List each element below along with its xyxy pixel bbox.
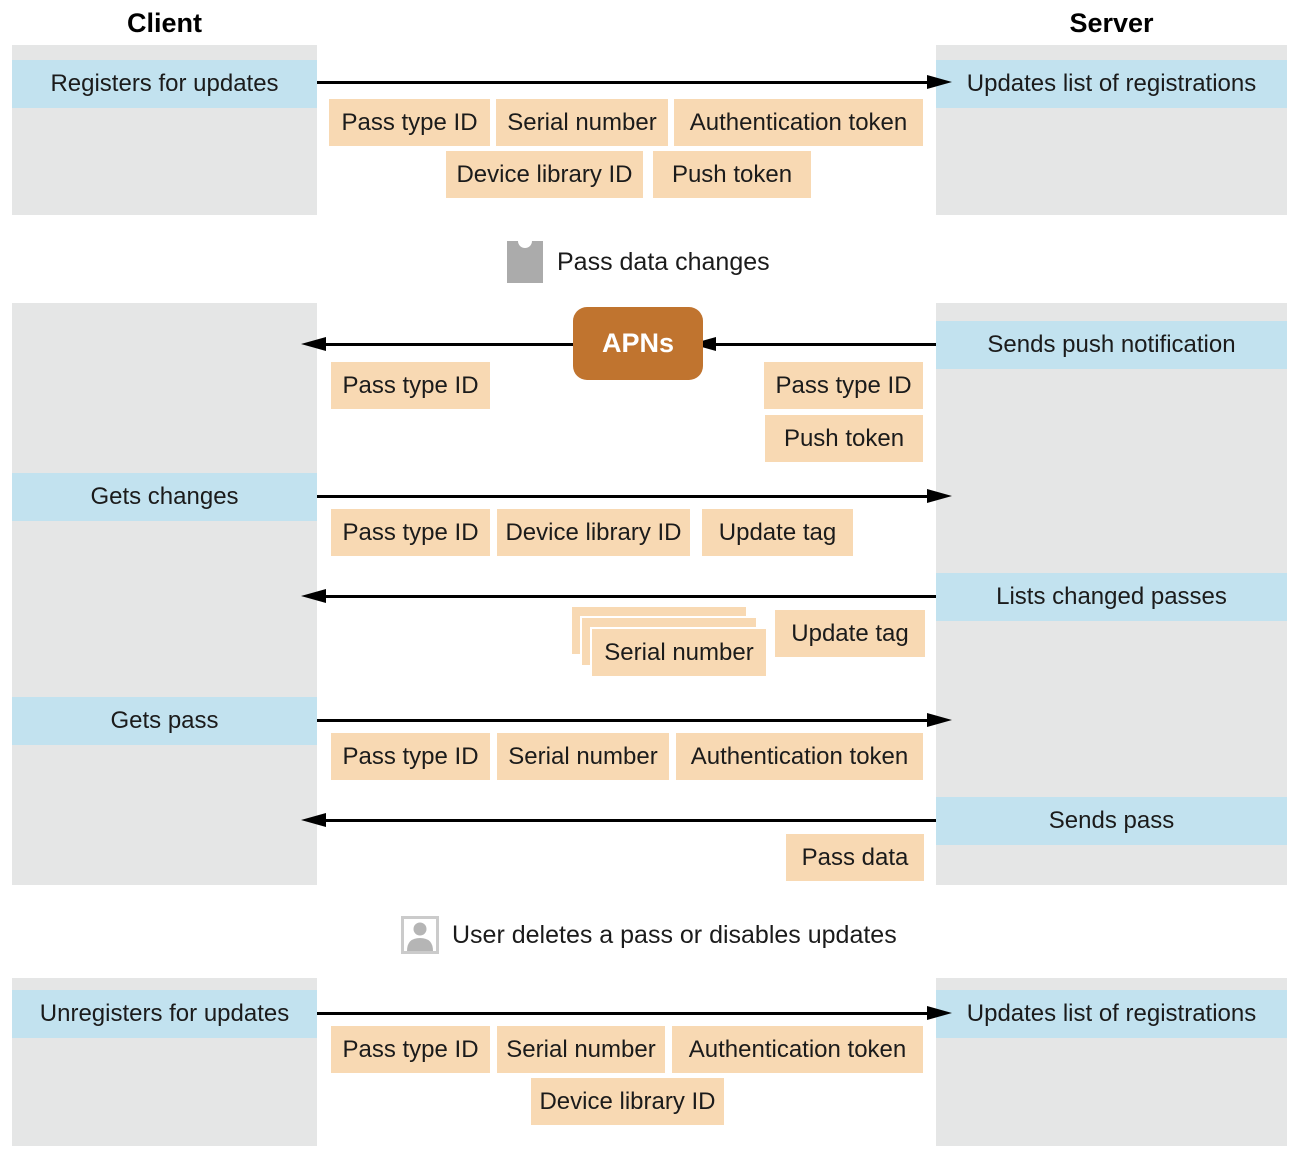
arrow-line — [326, 343, 573, 346]
user-icon — [401, 916, 439, 954]
arrow-line — [716, 343, 936, 346]
pass-icon-notch — [518, 234, 532, 248]
arrow-line — [317, 81, 927, 84]
param-label-device-library-id: Device library ID — [531, 1078, 724, 1125]
action-band-lists-changed: Lists changed passes — [936, 573, 1287, 621]
note-pass-data-changes: Pass data changes — [557, 248, 770, 276]
param-label-auth-token: Authentication token — [676, 733, 923, 780]
arrow-head-right-icon — [927, 489, 952, 503]
param-label-auth-token: Authentication token — [672, 1026, 923, 1073]
client-panel-middle — [12, 303, 317, 885]
param-label-serial-number: Serial number — [497, 1026, 665, 1073]
param-label-pass-type-id: Pass type ID — [331, 1026, 490, 1073]
param-label-serial-number: Serial number — [497, 733, 669, 780]
arrow-head-right-icon — [927, 75, 952, 89]
action-band-unregisters: Unregisters for updates — [12, 990, 317, 1038]
arrow-head-right-icon — [927, 713, 952, 727]
param-label-serial-number: Serial number — [496, 99, 668, 146]
param-label-serial-number-stack-front: Serial number — [590, 627, 768, 678]
param-label-pass-type-id: Pass type ID — [331, 509, 490, 556]
arrow-line — [326, 819, 936, 822]
param-label-pass-type-id: Pass type ID — [329, 99, 490, 146]
arrow-head-left-icon — [301, 337, 326, 351]
action-band-registers: Registers for updates — [12, 60, 317, 108]
action-band-sends-pass: Sends pass — [936, 797, 1287, 845]
action-band-sends-push: Sends push notification — [936, 321, 1287, 369]
arrow-head-left-icon — [301, 589, 326, 603]
action-band-gets-changes: Gets changes — [12, 473, 317, 521]
client-column-header: Client — [126, 8, 202, 38]
action-band-updates-top: Updates list of registrations — [936, 60, 1287, 108]
arrow-line — [326, 595, 936, 598]
user-silhouette-icon — [407, 922, 433, 951]
param-label-device-library-id: Device library ID — [446, 151, 643, 198]
pass-icon — [507, 234, 543, 283]
arrow-head-left-icon — [301, 813, 326, 827]
param-label-auth-token: Authentication token — [674, 99, 923, 146]
param-label-pass-type-id: Pass type ID — [331, 733, 490, 780]
param-label-update-tag: Update tag — [702, 509, 853, 556]
param-label-push-token: Push token — [765, 415, 923, 462]
arrow-head-right-icon — [927, 1006, 952, 1020]
action-band-gets-pass: Gets pass — [12, 697, 317, 745]
note-user-deletes: User deletes a pass or disables updates — [452, 921, 897, 949]
param-label-pass-data: Pass data — [786, 834, 924, 881]
arrow-line — [317, 1012, 927, 1015]
server-column-header: Server — [1069, 8, 1154, 38]
arrow-line — [317, 719, 927, 722]
apns-node: APNs — [573, 307, 703, 380]
param-label-update-tag: Update tag — [775, 610, 925, 657]
arrow-line — [317, 495, 927, 498]
param-label-push-token: Push token — [653, 151, 811, 198]
param-label-pass-type-id: Pass type ID — [764, 362, 923, 409]
param-label-device-library-id: Device library ID — [497, 509, 690, 556]
param-label-pass-type-id: Pass type ID — [331, 362, 490, 409]
action-band-updates-bottom: Updates list of registrations — [936, 990, 1287, 1038]
